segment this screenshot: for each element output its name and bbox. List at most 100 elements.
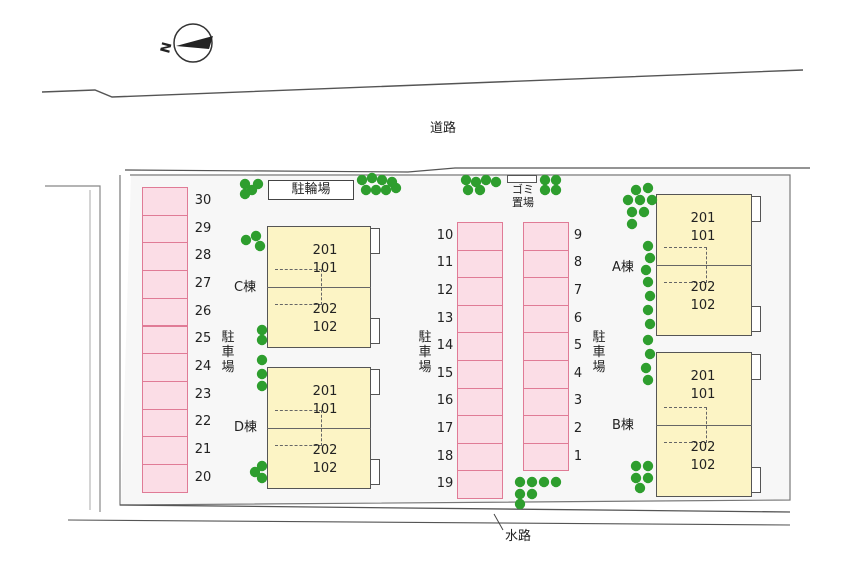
- building-floor-divider: [267, 428, 371, 429]
- balcony: [370, 318, 380, 344]
- parking-stall-number: 22: [194, 414, 212, 430]
- parking-stall: [457, 360, 503, 389]
- parking-stall-number: 25: [194, 331, 212, 347]
- parking-stall: [142, 242, 188, 272]
- parking-stall: [523, 415, 569, 444]
- parking-label-char: 車: [221, 345, 235, 360]
- building-label: B棟: [612, 418, 634, 433]
- unit-number: 102: [690, 298, 716, 313]
- building-floor-divider: [656, 265, 752, 266]
- parking-stall-number: 28: [194, 248, 212, 264]
- parking-stall-number: 26: [194, 303, 212, 319]
- garbage-label: ゴミ 置場: [510, 183, 536, 209]
- balcony: [370, 228, 380, 254]
- waterway-edge-south: [67, 519, 791, 526]
- building-label: A棟: [612, 260, 634, 275]
- unit-number: 202: [690, 439, 716, 455]
- parking-stall: [523, 249, 569, 279]
- waterway-label: 水路: [505, 529, 532, 544]
- parking-label-char: 車: [592, 345, 606, 360]
- garbage-label-line1: ゴミ: [512, 183, 534, 196]
- parking-stall-number: 16: [436, 393, 454, 409]
- site-boundary: [119, 174, 791, 506]
- waterway-edge-north: [119, 504, 791, 513]
- unit-number: 202: [690, 280, 716, 295]
- parking-stall-number: 11: [436, 255, 454, 271]
- unit-number: 202: [312, 443, 338, 458]
- parking-stall: [523, 304, 569, 334]
- building-label: D棟: [234, 420, 258, 435]
- parking-stall-number: 19: [436, 476, 454, 492]
- parking-stall-number: 6: [573, 310, 583, 326]
- parking-stall-number: 29: [194, 220, 212, 236]
- parking-stall: [457, 387, 503, 417]
- parking-stall: [523, 222, 569, 251]
- parking-stall-number: 2: [573, 421, 583, 436]
- parking-stall-number: 24: [194, 359, 212, 375]
- parking-stall: [457, 442, 503, 472]
- garbage-label-line2: 置場: [512, 196, 534, 209]
- parking-label-middle: 駐車場: [417, 330, 433, 375]
- parking-stall: [142, 436, 188, 465]
- parking-stall: [457, 277, 503, 306]
- unit-number: 101: [690, 229, 716, 244]
- parking-stall-number: 12: [436, 283, 454, 298]
- parking-stall-number: 1: [573, 448, 583, 464]
- balcony: [370, 459, 380, 485]
- stair-path: [275, 269, 322, 305]
- road-edge-north: [41, 69, 804, 98]
- parking-stall-number: 10: [436, 227, 454, 243]
- building-label: C棟: [234, 280, 257, 295]
- unit-number: 101: [690, 387, 716, 402]
- parking-stall: [142, 187, 188, 216]
- parking-stall-number: 18: [436, 448, 454, 464]
- parking-stall: [457, 332, 503, 361]
- unit-number: 102: [312, 320, 338, 335]
- parking-label-char: 場: [418, 360, 432, 375]
- parking-label-char: 場: [221, 360, 235, 375]
- parking-stall: [457, 470, 503, 499]
- neighbor-lot-edge: [45, 185, 101, 512]
- parking-stall-number: 7: [573, 283, 583, 298]
- parking-stall-number: 5: [573, 338, 583, 354]
- parking-label-char: 駐: [221, 330, 235, 345]
- building-floor-divider: [267, 287, 371, 288]
- unit-number: 201: [690, 211, 716, 226]
- parking-stall-number: 20: [194, 469, 212, 485]
- unit-number: 202: [312, 302, 338, 317]
- parking-stall: [457, 222, 503, 251]
- road-edge-south: [124, 167, 810, 173]
- parking-stall: [457, 249, 503, 279]
- parking-stall-number: 13: [436, 310, 454, 326]
- parking-stall-number: 27: [194, 275, 212, 291]
- balcony: [751, 306, 761, 332]
- parking-stall: [457, 304, 503, 334]
- parking-stall: [523, 332, 569, 361]
- parking-stall-number: 17: [436, 421, 454, 436]
- bike-parking: 駐輪場: [268, 180, 354, 200]
- parking-stall-number: 15: [436, 365, 454, 381]
- parking-stall: [142, 353, 188, 382]
- parking-label-left: 駐車場: [220, 330, 236, 375]
- parking-label-char: 場: [592, 360, 606, 375]
- parking-label-char: 駐: [418, 330, 432, 345]
- parking-stall-number: 23: [194, 386, 212, 402]
- unit-number: 201: [690, 369, 716, 384]
- waterway-leader-line: [493, 513, 504, 531]
- parking-stall: [142, 464, 188, 493]
- balcony: [751, 354, 761, 380]
- building-floor-divider: [656, 424, 752, 426]
- parking-stall: [142, 408, 188, 438]
- parking-stall-number: 30: [194, 192, 212, 208]
- balcony: [751, 196, 761, 222]
- parking-label-right: 駐車場: [591, 330, 607, 375]
- unit-number: 101: [312, 261, 338, 276]
- parking-stall: [523, 360, 569, 389]
- parking-stall-number: 3: [573, 393, 583, 409]
- balcony: [370, 369, 380, 395]
- north-compass: [173, 23, 213, 63]
- parking-stall: [142, 380, 188, 410]
- parking-label-char: 駐: [592, 330, 606, 345]
- parking-label-char: 車: [418, 345, 432, 360]
